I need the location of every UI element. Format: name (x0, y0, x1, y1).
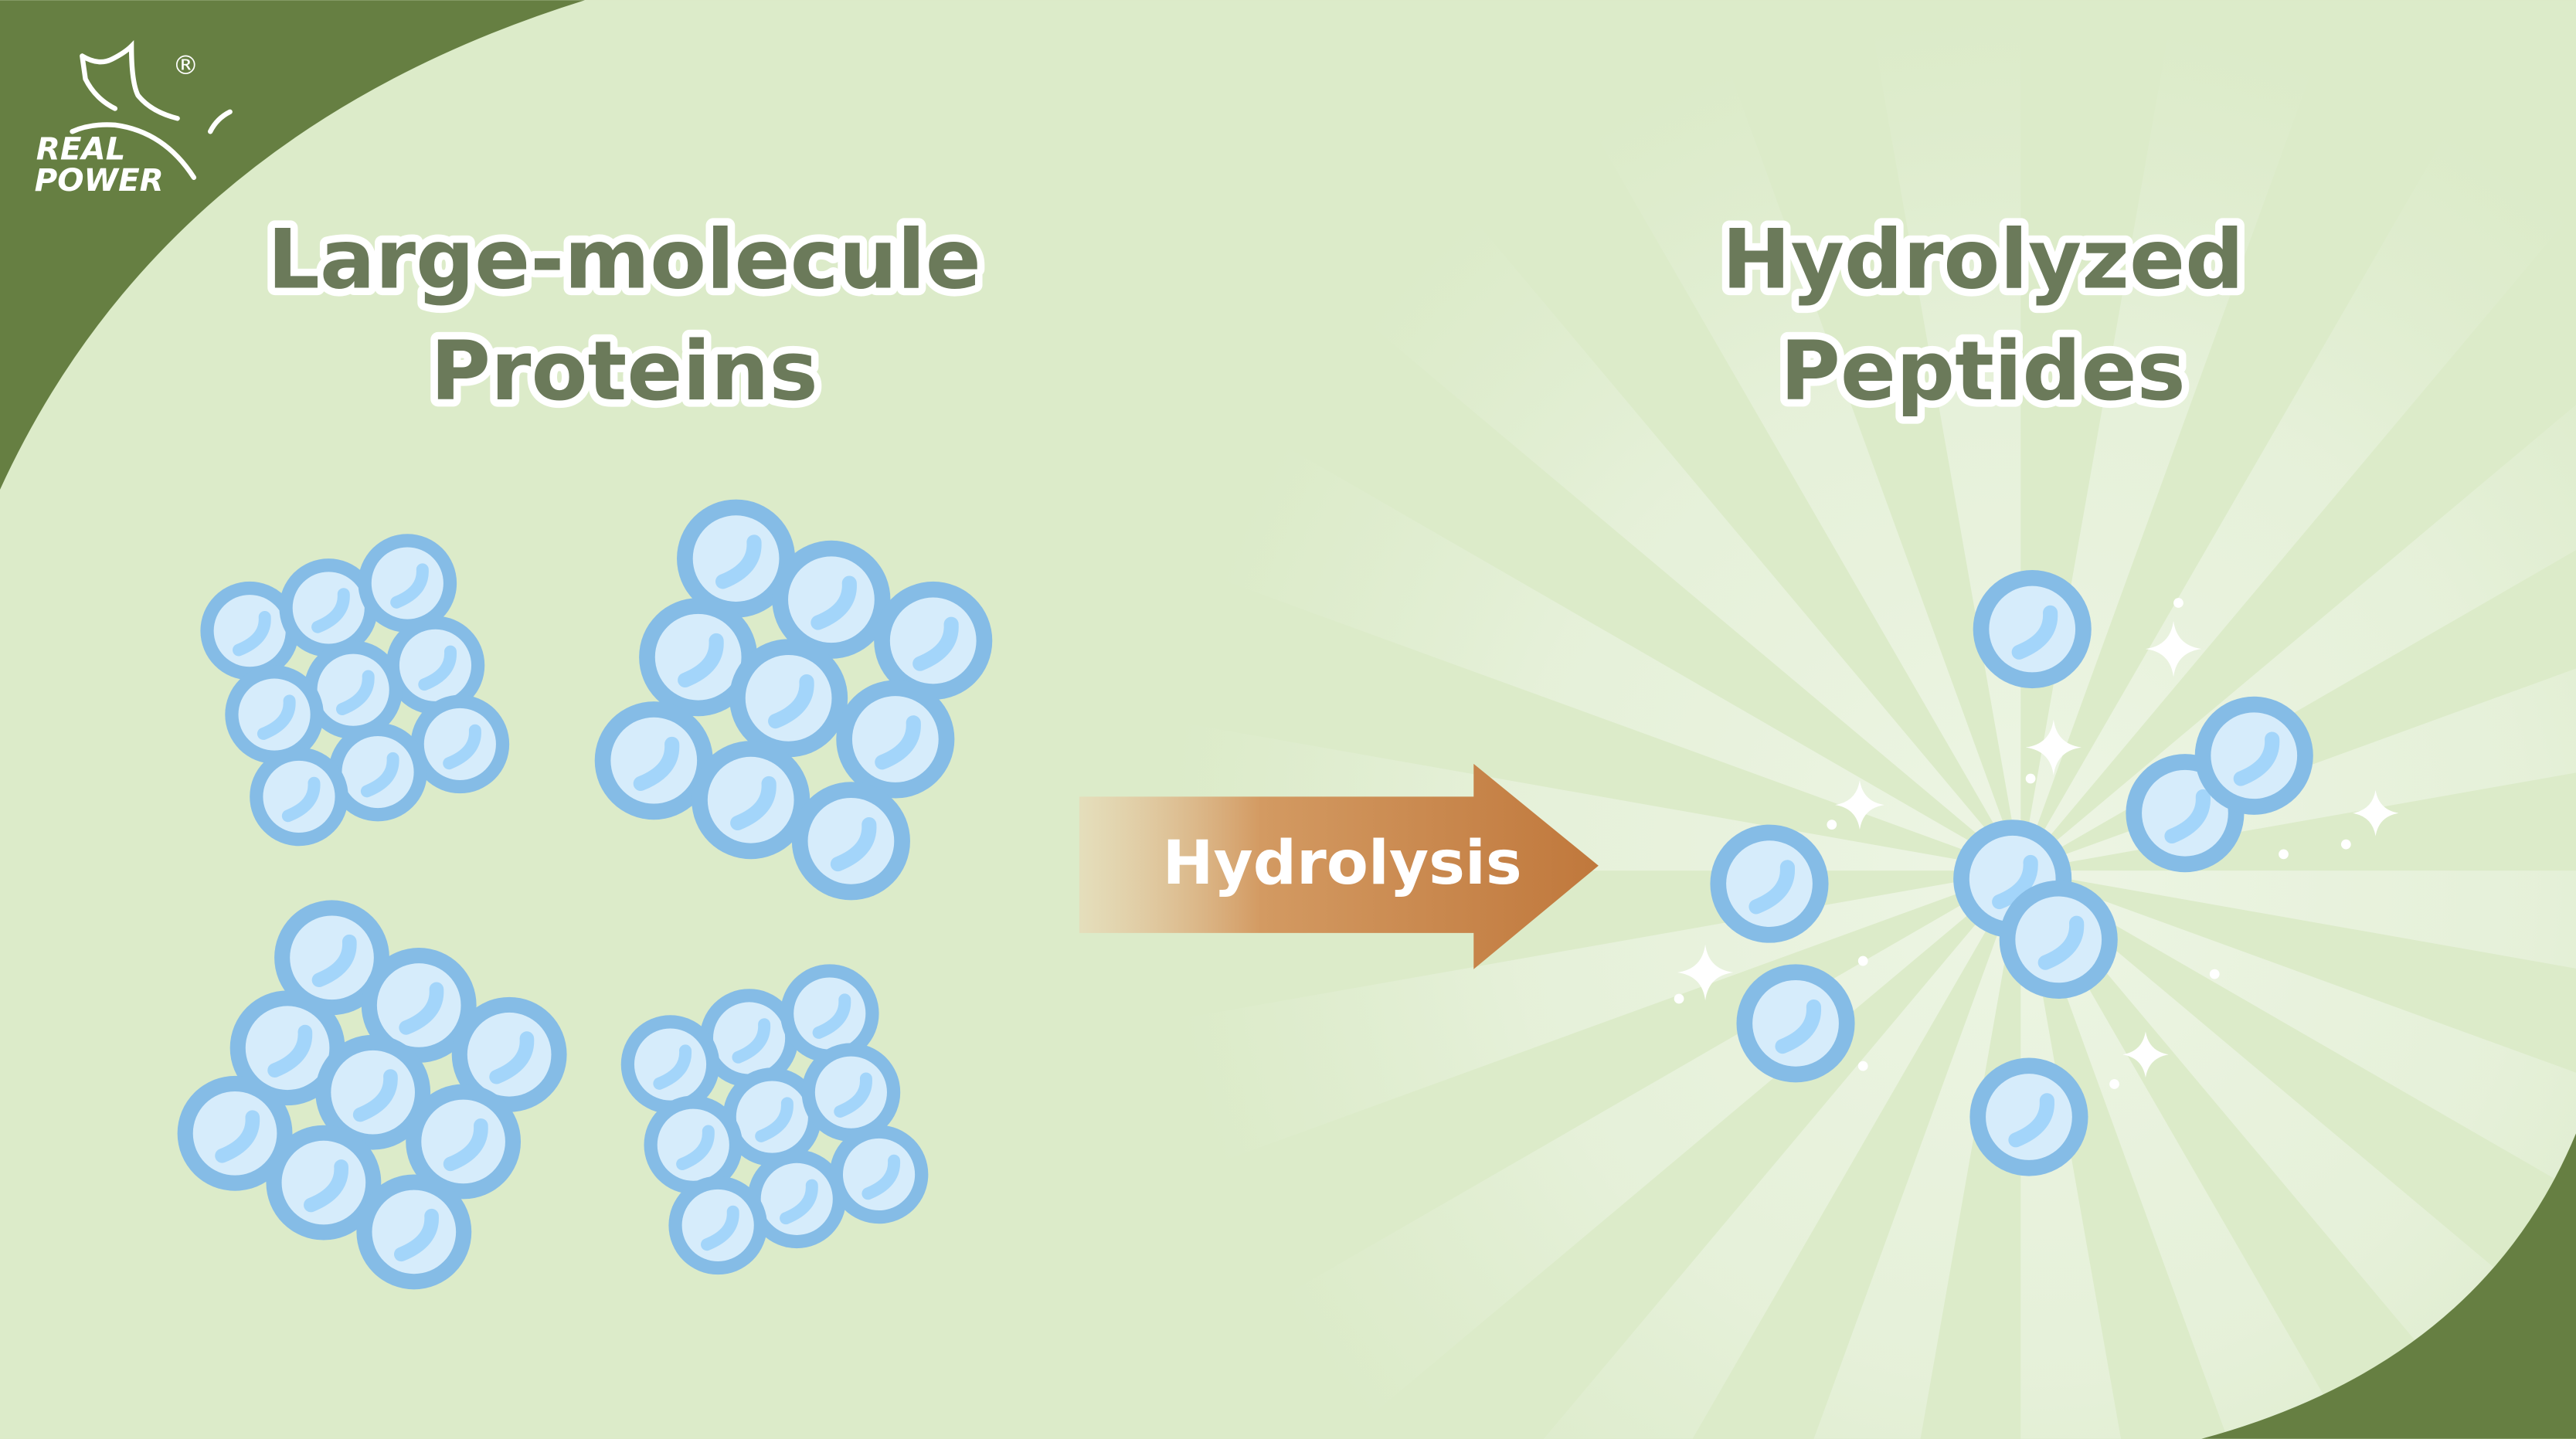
molecule-bubble (250, 747, 348, 847)
sparkle-icon (1677, 944, 1734, 1001)
ray (2020, 0, 2338, 871)
molecule-bubble (2194, 696, 2313, 815)
molecule-bubble (644, 1095, 743, 1194)
molecule-bubble (829, 1125, 929, 1224)
right-title-line1: Hydrolyzed (1722, 212, 2245, 307)
molecule-bubble (677, 499, 796, 618)
molecule-bubble (200, 581, 299, 680)
sparkle-dot (1827, 820, 1837, 830)
arrow-shape (1079, 763, 1599, 969)
left-title-line2: Proteins (430, 324, 818, 419)
ray (2020, 871, 2576, 1439)
molecule-bubble (747, 1149, 847, 1249)
molecule-bubble (328, 722, 427, 822)
sparkle-dot (2209, 969, 2220, 979)
brand-name-line1: REAL (36, 131, 126, 167)
sparkle-dot (2109, 1079, 2119, 1089)
sparkle-dot (1857, 1061, 1868, 1071)
molecule-bubble (620, 1015, 720, 1114)
molecule-bubble (361, 948, 477, 1063)
molecule-bubble (358, 534, 457, 633)
sparkle-icon (2145, 620, 2202, 677)
molecule-bubble (274, 900, 389, 1016)
molecule-bubble (729, 639, 848, 758)
molecule-bubble (836, 680, 955, 799)
molecule-bubble (668, 1176, 767, 1275)
sparkle-dot (1674, 993, 1684, 1004)
molecule-bubble (451, 996, 567, 1112)
molecule-bubble (1710, 824, 1829, 943)
sparkle-icon (1835, 780, 1884, 830)
ray (1517, 0, 2021, 871)
molecule-bubble (722, 1067, 822, 1166)
molecule-bubble (874, 581, 993, 700)
molecule-bubble (772, 540, 891, 659)
sparkle-dot (2279, 849, 2289, 860)
molecule-bubble (304, 640, 403, 740)
sparkle-icon (2025, 719, 2082, 775)
registered-mark: ® (172, 50, 199, 81)
sparkle-icon (2352, 789, 2399, 837)
sparkle-dot (2340, 839, 2351, 850)
molecule-bubble (1999, 880, 2118, 999)
ray (2020, 668, 2576, 871)
ray (0, 514, 2021, 871)
molecule-bubble (266, 1125, 382, 1240)
molecule-bubble (315, 1034, 431, 1150)
molecule-bubble (1973, 570, 2092, 689)
sparkle-dot (2025, 773, 2036, 784)
left-title-line1: Large-molecule (267, 212, 981, 307)
molecule-bubble (229, 990, 345, 1106)
molecule-bubble (639, 598, 758, 717)
brand-name-line2: POWER (35, 162, 164, 199)
corner-top-left (0, 0, 585, 490)
molecule-bubble (356, 1174, 472, 1290)
ray (983, 0, 2021, 871)
molecule-bubble (386, 616, 485, 715)
molecules (177, 499, 2313, 1290)
ray (2020, 871, 2122, 1439)
molecule-bubble (780, 964, 879, 1063)
brand-cat-icon (70, 40, 233, 181)
molecule-bubble (594, 701, 713, 820)
molecule-bubble (801, 1043, 901, 1142)
arrow-label: Hydrolysis (1163, 827, 1522, 898)
sparkle-dot (2173, 598, 2183, 608)
molecule-bubble (177, 1075, 293, 1191)
brand-logo: REAL POWER ® (35, 40, 233, 199)
molecule-bubble (406, 1084, 522, 1200)
molecule-bubble (1736, 964, 1855, 1083)
sparkles (1674, 598, 2399, 1089)
molecule-bubble (225, 665, 324, 764)
molecule-bubble (1969, 1057, 2088, 1176)
molecule-bubble (279, 558, 379, 657)
right-title-line2: Peptides (1780, 324, 2186, 419)
sparkle-icon (2122, 1031, 2169, 1078)
molecule-bubble (692, 741, 811, 860)
ray (1813, 871, 2021, 1439)
hydrolysis-arrow: Hydrolysis (1079, 763, 1599, 969)
molecule-bubble (410, 694, 510, 794)
sparkle-dot (1857, 955, 1868, 966)
molecule-bubble (791, 782, 910, 901)
corner-bottom-right (2201, 1133, 2576, 1439)
molecule-bubble (699, 989, 799, 1088)
ray (2020, 871, 2576, 1192)
ray (0, 0, 2021, 871)
ray (0, 871, 2021, 1439)
